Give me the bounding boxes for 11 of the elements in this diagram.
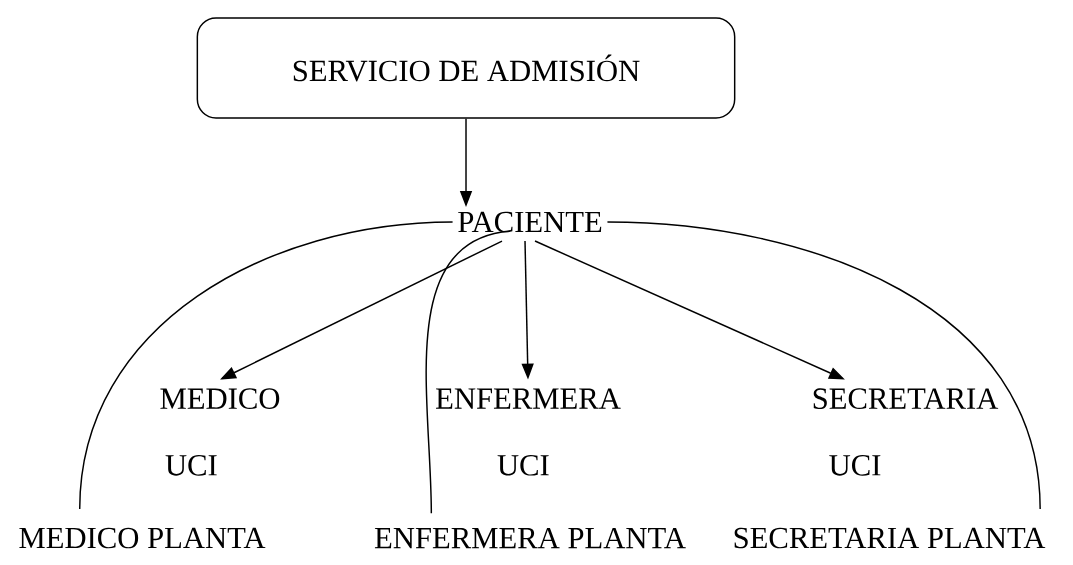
role-label: SECRETARIA PLANTA (734, 527, 1046, 549)
role-label: ENFERMERA PLANTA (374, 527, 686, 549)
curved-line (606, 221, 1041, 510)
role-label: MEDICO PLANTA (19, 527, 266, 549)
role-label: PACIENTE (458, 211, 602, 233)
curved-line (78, 221, 454, 510)
process-box: SERVICIO DE ADMISIÓN (196, 17, 736, 119)
role-label: SECRETARIA UCI (813, 388, 999, 476)
role-label: MEDICO UCI (160, 388, 280, 476)
curved-line (425, 230, 511, 514)
role-label: ENFERMERA UCI (436, 388, 621, 476)
